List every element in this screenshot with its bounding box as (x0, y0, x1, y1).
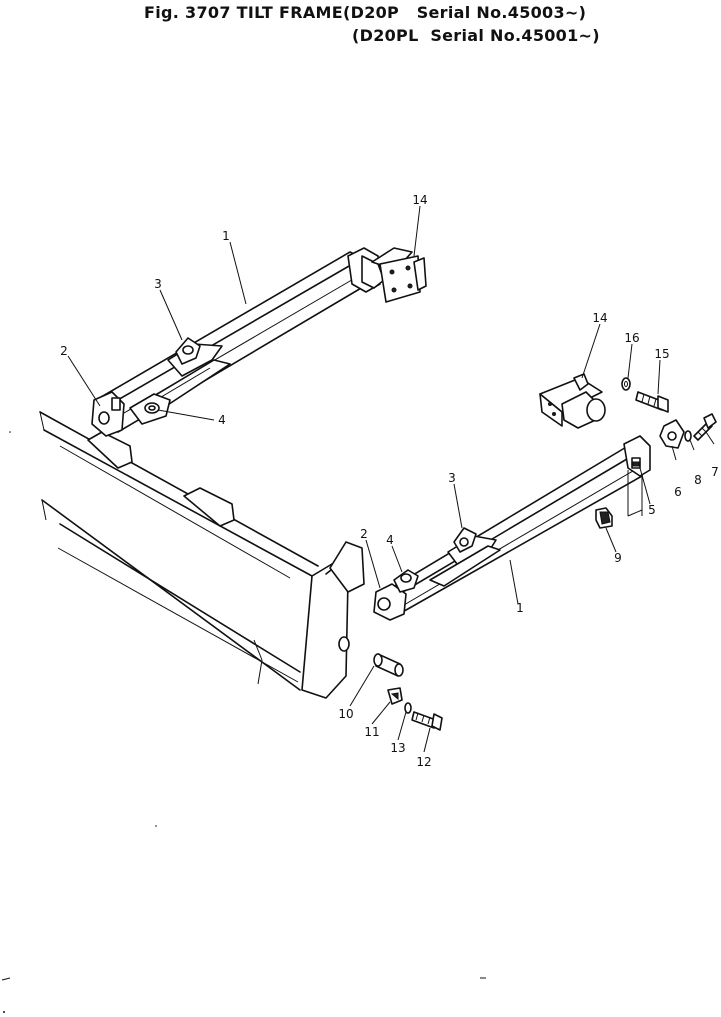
washer-16 (621, 377, 631, 391)
callout-8: 8 (694, 473, 702, 487)
upper-mounting-bracket (371, 247, 427, 303)
callout-1: 1 (222, 229, 230, 243)
callout-1: 1 (516, 601, 524, 615)
bolt-12 (411, 711, 443, 731)
lower-tilt-frame (373, 435, 651, 621)
right-mounting-bracket (539, 373, 606, 429)
callout-2: 2 (60, 344, 68, 358)
callout-16: 16 (624, 331, 639, 345)
callout-4: 4 (386, 533, 394, 547)
callout-3: 3 (154, 277, 162, 291)
scan-specks (1, 431, 486, 1013)
callout-10: 10 (338, 707, 353, 721)
callout-3: 3 (448, 471, 456, 485)
callout-9: 9 (614, 551, 622, 565)
figure-title-variant: (D20PL Serial No.45001~) (352, 26, 600, 45)
callout-4: 4 (218, 413, 226, 427)
upper-tilt-frame (91, 247, 385, 437)
callout-6: 6 (674, 485, 682, 499)
callout-13: 13 (390, 741, 405, 755)
callout-5: 5 (648, 503, 656, 517)
washer-8 (684, 430, 692, 442)
block-9 (595, 507, 613, 529)
pin-10 (373, 653, 404, 677)
figure-title: Fig. 3707 TILT FRAME(D20P Serial No.4500… (144, 3, 587, 22)
callout-2: 2 (360, 527, 368, 541)
callout-11: 11 (364, 725, 379, 739)
callout-14: 14 (412, 193, 427, 207)
callout-14: 14 (592, 311, 607, 325)
blade (39, 411, 365, 699)
lock-plate-11 (387, 687, 403, 705)
callout-7: 7 (711, 465, 719, 479)
bolt-7 (693, 413, 717, 441)
washer-13 (404, 702, 412, 714)
cap-6 (659, 419, 685, 449)
callout-15: 15 (654, 347, 669, 361)
callout-12: 12 (416, 755, 431, 769)
callout-numbers: 1 14 3 2 4 14 16 15 7 8 6 5 9 3 4 2 1 10… (60, 193, 719, 769)
leader-lines (67, 205, 715, 753)
bolt-15 (635, 391, 669, 413)
